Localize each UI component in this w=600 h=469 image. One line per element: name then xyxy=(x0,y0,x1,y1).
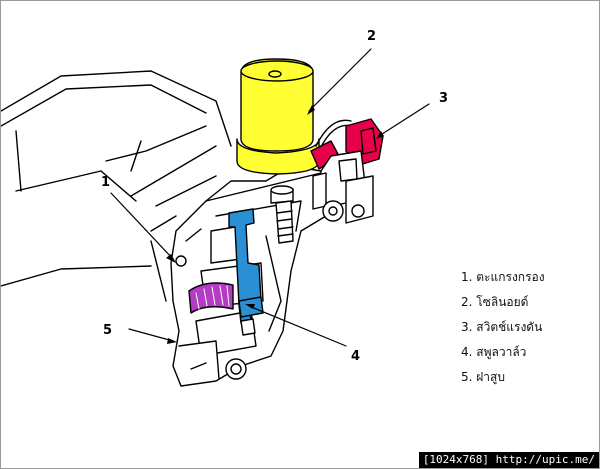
callout-4: 4 xyxy=(351,349,361,364)
legend-item: 5. ฝาสูบ xyxy=(461,370,505,384)
image-host-footer: [1024x768] http://upic.me/ xyxy=(418,452,599,468)
callout-3: 3 xyxy=(439,91,449,106)
engine-frame-lines xyxy=(1,70,232,302)
solenoid xyxy=(236,58,320,175)
leader-line-2 xyxy=(308,48,372,112)
pressure-switch xyxy=(310,118,384,224)
strainer xyxy=(188,282,234,314)
legend-item: 4. สพูลวาล์ว xyxy=(461,345,527,359)
leader-line-4 xyxy=(248,305,347,347)
callout-5: 5 xyxy=(103,323,113,338)
legend-item: 1. ตะแกรงกรอง xyxy=(461,270,545,284)
arrowheads xyxy=(166,105,384,344)
leader-lines xyxy=(110,48,430,347)
leader-line-3 xyxy=(378,103,430,137)
spool-valve xyxy=(228,208,264,336)
mounting-bolt xyxy=(270,185,294,244)
legend-item: 3. สวิตช์แรงดัน xyxy=(461,320,543,334)
parts-legend: 1. ตะแกรงกรอง 2. โซลินอยด์ 3. สวิตช์แรงด… xyxy=(461,269,545,394)
callout-1: 1 xyxy=(101,175,111,190)
callout-2: 2 xyxy=(367,29,377,44)
leader-line-5 xyxy=(128,328,174,342)
leader-line-1 xyxy=(110,192,174,260)
legend-item: 2. โซลินอยด์ xyxy=(461,295,529,309)
